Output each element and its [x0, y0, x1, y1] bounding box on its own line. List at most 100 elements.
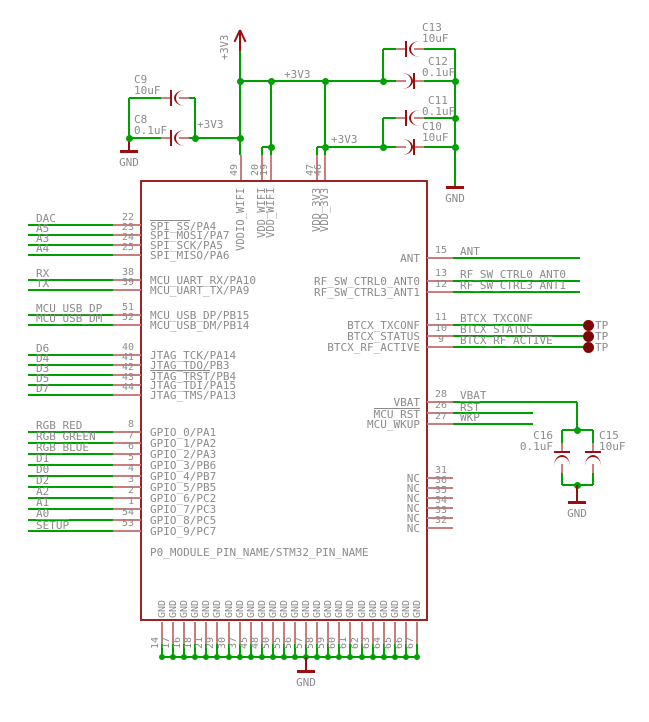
pin-number: 66	[394, 636, 405, 649]
pin-stub	[427, 401, 453, 403]
pin-name: JTAG_TCK/PA14	[150, 349, 237, 362]
pin-number: 44	[121, 382, 134, 393]
pin-stub	[113, 254, 141, 256]
wire-segment	[128, 98, 130, 139]
pin-number: 26	[434, 400, 448, 411]
pin-stub	[416, 622, 418, 644]
pin-name: SPI_MOSI/PA7	[150, 229, 230, 242]
pin-stub	[113, 374, 141, 376]
pin-number: 38	[121, 267, 134, 278]
pin-number: 24	[121, 232, 134, 243]
capacitor-plate-C15	[585, 450, 601, 454]
pin-stub	[161, 622, 163, 644]
pin-number: 16	[172, 636, 183, 649]
cap-stub	[396, 80, 406, 82]
junction	[358, 653, 366, 661]
pin-stub	[194, 622, 196, 644]
capacitor-plate-C13	[404, 41, 408, 57]
pin-name: JTAG_TDI/PA15	[150, 379, 237, 392]
junction	[391, 653, 399, 661]
pin-name: MCU_UART_TX/PA9	[150, 284, 250, 297]
pin-stub	[383, 622, 385, 644]
pin-stub	[427, 257, 453, 259]
pin-name: GND	[290, 599, 301, 618]
net-label-D5: D5	[36, 372, 50, 385]
power-label-3v3: +3V3	[331, 133, 358, 146]
net-label-WKP: WKP	[460, 411, 480, 424]
wire-segment	[416, 644, 418, 657]
net-label-RGB_RED: RGB_RED	[36, 419, 83, 432]
pin-number: 49	[229, 163, 240, 176]
cap-value: 0.1uF	[422, 105, 456, 118]
pin-number: 64	[372, 636, 383, 649]
pin-name: NC	[406, 512, 420, 525]
pin-name: NC	[406, 472, 420, 485]
wire-segment	[576, 402, 578, 430]
net-wire-A0	[28, 519, 141, 521]
net-wire-RF_SW_CTRL0_ANT0	[453, 280, 580, 282]
pin-number: 45	[239, 636, 250, 649]
pin-stub	[305, 622, 307, 644]
cap-stub	[161, 137, 171, 139]
junction	[369, 653, 377, 661]
net-wire-WKP	[453, 423, 533, 425]
pin-number: 42	[121, 362, 134, 373]
pin-stub	[113, 314, 141, 316]
pin-number: 52	[121, 312, 134, 323]
net-label-RGB_GREEN: RGB_GREEN	[36, 430, 96, 443]
capacitor-plate-C11	[404, 110, 408, 126]
wire-segment	[250, 644, 252, 657]
wire-segment	[129, 137, 161, 139]
net-label-VBAT: VBAT	[460, 389, 487, 402]
net-wire-A1	[28, 508, 141, 510]
cap-stub	[396, 146, 406, 148]
gnd-symbol	[297, 669, 315, 673]
cap-stub	[561, 443, 563, 452]
net-label-MCU_USB_DP: MCU_USB_DP	[36, 302, 103, 315]
wire-segment	[228, 644, 230, 657]
pin-name: GND	[268, 599, 279, 618]
wire-segment	[394, 644, 396, 657]
gnd-label: GND	[119, 156, 139, 169]
pin-stub	[427, 346, 453, 348]
wire-segment	[382, 49, 384, 81]
net-wire-RST	[453, 412, 533, 414]
capacitor-plate-C13	[409, 41, 420, 57]
junction	[291, 653, 299, 661]
pin-name: GPIO_8/PC5	[150, 514, 217, 527]
junction	[451, 77, 459, 85]
wire-segment	[305, 644, 307, 657]
pin-number: 61	[338, 636, 349, 649]
net-wire-SETUP	[28, 530, 141, 532]
pin-number: 54	[121, 507, 134, 518]
pin-number: 67	[405, 636, 416, 649]
wire-segment	[316, 147, 318, 155]
gnd-label: GND	[296, 676, 316, 689]
wire-segment	[317, 146, 325, 148]
pin-number: 62	[350, 636, 361, 649]
pin-stub	[113, 530, 141, 532]
pin-name: GND	[246, 599, 257, 618]
pin-name: GPIO_5/PB5	[150, 481, 217, 494]
pin-name: SPI_SS/PA4	[150, 220, 217, 233]
pin-name: JTAG_TMS/PA13	[150, 389, 237, 402]
pin-stub	[113, 234, 141, 236]
wire-segment	[383, 644, 385, 657]
tp-label: TP	[595, 319, 609, 332]
junction	[380, 653, 388, 661]
net-wire-BTCX_STATUS	[453, 335, 583, 337]
pin-name: SPI_MISO/PA6	[150, 249, 230, 262]
pin-name: NC	[406, 502, 420, 515]
pin-number: 32	[434, 515, 448, 526]
pin-stub	[361, 622, 363, 644]
wire-segment	[194, 644, 196, 657]
net-wire-D1	[28, 464, 141, 466]
wire-segment	[161, 644, 163, 657]
wire-segment	[183, 644, 185, 657]
pin-number: 31	[434, 465, 448, 476]
wire-segment	[283, 644, 285, 657]
net-label-SETUP: SETUP	[36, 519, 70, 532]
capacitor-plate-C9	[169, 90, 173, 106]
capacitor-plate-C9	[174, 90, 185, 106]
